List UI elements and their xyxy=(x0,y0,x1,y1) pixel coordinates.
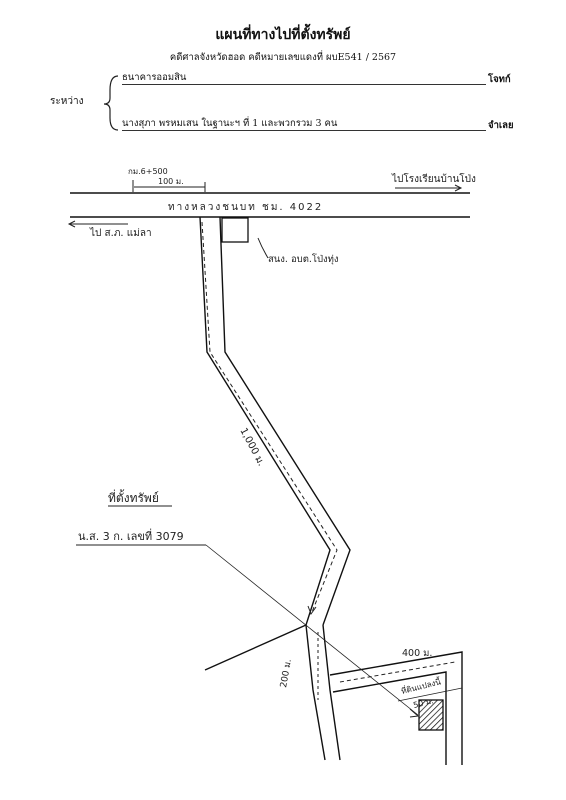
property-location-label: ที่ตั้งทรัพย์ xyxy=(108,489,159,505)
deed-number-label: น.ส. 3 ก. เลขที่ 3079 xyxy=(78,528,184,543)
property-parcel xyxy=(418,699,444,731)
defendant-rule xyxy=(122,130,486,131)
lower-road-main-west xyxy=(322,624,341,761)
office-label: สนง. อบต.โป่งทุ่ง xyxy=(268,253,339,265)
branch-dashed xyxy=(339,661,456,683)
access-road-east xyxy=(219,216,351,626)
defendant-name: นางสุภา พรหมเสน ในฐานะฯ ที่ 1 และพวกรวม … xyxy=(122,118,338,129)
branch-road-top xyxy=(329,651,463,765)
distance-400: 400 ม. xyxy=(402,648,432,659)
defendant-role: จำเลย xyxy=(488,120,514,131)
highway-label: ทางหลวงชนบท ชม. 4022 xyxy=(168,202,323,213)
to-district-label: ไป ส.ภ. แม่ลา xyxy=(89,227,152,239)
route-dashed-line xyxy=(201,221,338,613)
case-number-line: คดีศาลจังหวัดฮอด คดีหมายเลขแดงที่ ผบE541… xyxy=(169,52,397,63)
lower-road-north xyxy=(204,624,307,671)
page-title: แผนที่ทางไปที่ตั้งทรัพย์ xyxy=(215,27,351,43)
lower-road-main-east xyxy=(305,624,326,761)
party-brace xyxy=(103,75,119,131)
office-pointer xyxy=(257,237,269,259)
plaintiff-role: โจทก์ xyxy=(488,74,511,85)
plaintiff-name: ธนาคารออมสิน xyxy=(122,72,187,83)
km-marker-label: กม.6+500 xyxy=(128,167,168,176)
to-village-label: ไปโรงเรียนบ้านโป่ง xyxy=(391,172,476,185)
plaintiff-rule xyxy=(122,84,486,85)
access-road-west xyxy=(199,216,331,626)
deed-pointer-line xyxy=(205,544,419,716)
between-label: ระหว่าง xyxy=(50,96,84,107)
branch-road-bottom xyxy=(332,671,447,765)
distance-200: 200 ม. xyxy=(279,658,294,688)
km-marker-distance: 100 ม. xyxy=(158,177,184,186)
office-building xyxy=(221,217,249,243)
